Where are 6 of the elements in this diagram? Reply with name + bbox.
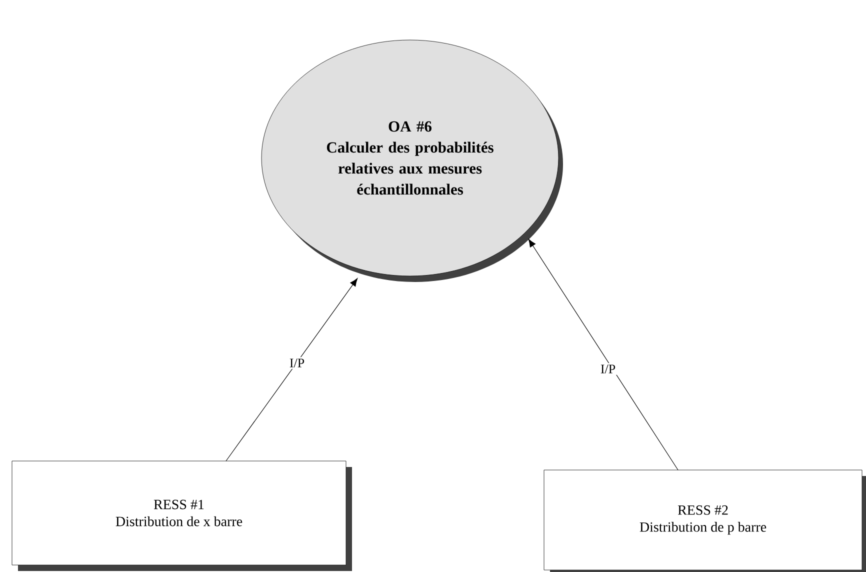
resource-box: RESS #2 Distribution de p barre	[544, 470, 866, 572]
edge-label: I/P	[598, 363, 618, 375]
arrow	[528, 238, 678, 470]
arrow	[226, 278, 358, 462]
resource-box: RESS #1 Distribution de x barre	[12, 460, 352, 571]
edge-label: I/P	[288, 357, 306, 369]
